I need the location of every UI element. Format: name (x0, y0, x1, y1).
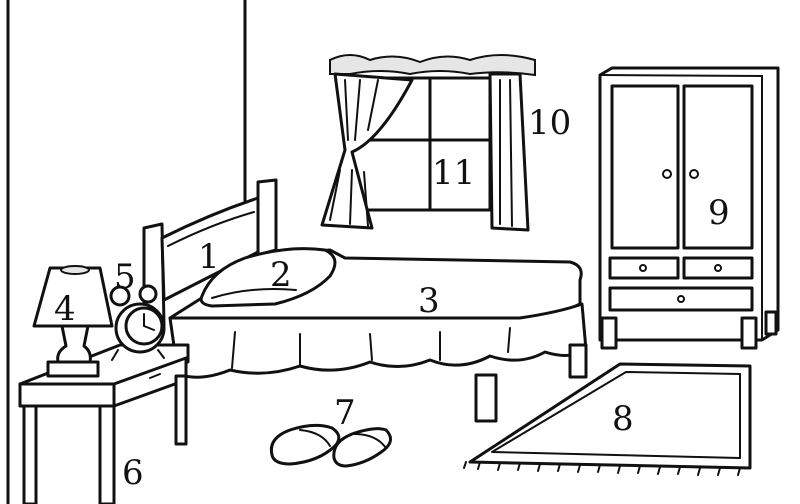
label-pillow: 2 (270, 255, 292, 295)
label-clock: 5 (114, 257, 136, 297)
curtain (320, 54, 536, 232)
label-window: 11 (432, 153, 475, 193)
label-bed: 3 (418, 281, 440, 321)
alarm-clock (109, 284, 166, 361)
bed (142, 178, 588, 423)
wardrobe (598, 66, 780, 350)
label-slippers: 7 (334, 393, 356, 433)
room-walls (6, 0, 247, 504)
lamp (32, 265, 114, 378)
slippers (269, 423, 392, 468)
rug (463, 362, 752, 476)
label-nightstand: 6 (122, 453, 144, 493)
label-rug: 8 (612, 399, 634, 439)
label-curtain: 10 (528, 103, 571, 143)
label-lamp: 4 (54, 289, 76, 329)
label-wardrobe: 9 (708, 193, 730, 233)
label-headboard: 1 (198, 237, 220, 277)
nightstand (18, 343, 190, 504)
